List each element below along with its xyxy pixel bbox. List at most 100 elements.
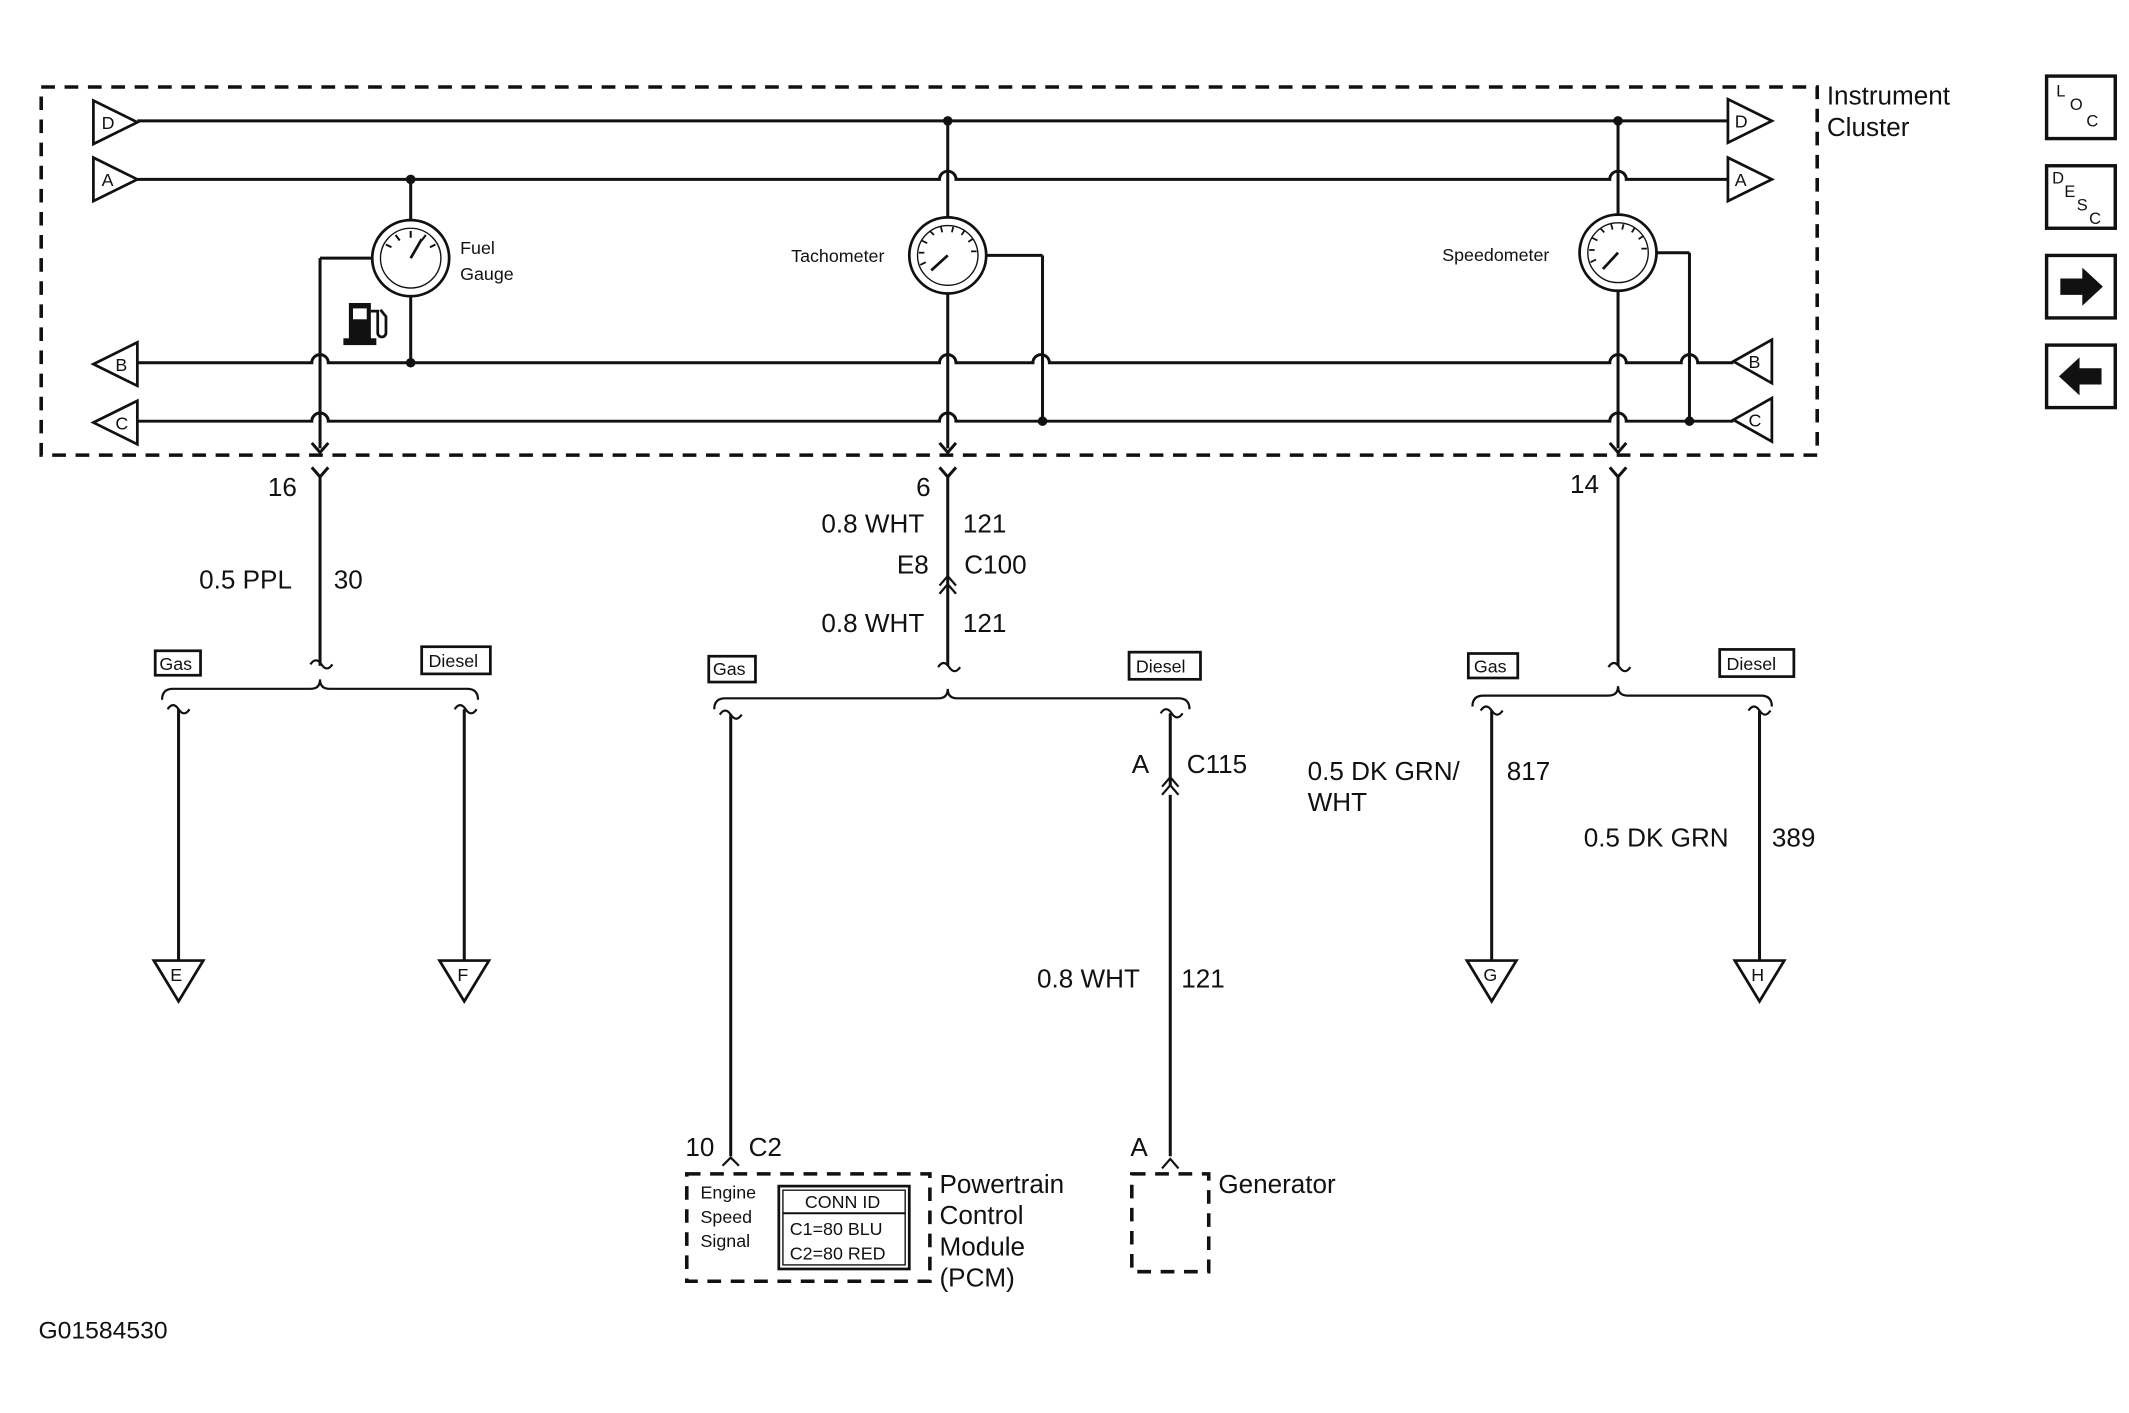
offpage-g-icon: G [1464,959,1519,1004]
tachometer-label: Tachometer [791,246,884,266]
speed-gas-wire-2: WHT [1308,789,1368,817]
fuel-gauge-label-2: Gauge [460,264,514,284]
offpage-f-icon: F [437,959,492,1004]
svg-text:G: G [1483,965,1497,985]
tach-inline-connector: C100 [964,551,1026,579]
tach-wire-lower: 0.8 WHT [821,610,924,638]
desc-button[interactable]: D E S C [2044,164,2117,230]
generator-pin: A [1130,1134,1148,1162]
offpage-h-icon: H [1732,959,1787,1004]
svg-text:C: C [2086,112,2098,130]
inline-connector-c100-icon [938,574,957,595]
svg-text:F: F [457,965,468,985]
pcm-name-4: (PCM) [940,1265,1015,1293]
tach-option-brace [713,688,1191,710]
pcm-name-2: Control [940,1202,1024,1230]
fuel-gas-tag: Gas [153,649,202,677]
speed-pin-number: 14 [1570,471,1599,499]
svg-text:D: D [102,113,115,133]
svg-text:D: D [1735,112,1748,132]
tach-inline-pin: E8 [897,551,929,579]
svg-text:H: H [1751,965,1764,985]
fuel-gauge-label: Fuel [460,238,495,258]
offpage-a-right-icon: A [1726,155,1775,204]
svg-text:C: C [1749,411,1762,431]
bus-b [137,353,1734,368]
tach-diesel-pin: A [1132,751,1150,779]
tach-diesel-connector: C115 [1187,751,1247,779]
pcm-signal-label-2: Speed [701,1207,753,1227]
speedometer-label: Speedometer [1442,245,1549,265]
figure-id: G01584530 [38,1317,167,1344]
svg-text:CONN ID: CONN ID [805,1192,880,1212]
svg-text:C: C [115,413,128,433]
svg-text:O: O [2070,96,2083,114]
pcm-signal-label: Engine [701,1182,757,1202]
svg-text:Diesel: Diesel [1727,654,1777,674]
bus-d [137,116,1728,126]
pcm-signal-label-3: Signal [701,1231,751,1251]
offpage-b-right-icon: B [1730,337,1774,386]
svg-text:D: D [2052,169,2064,187]
arrow-right-icon [2060,267,2103,306]
svg-text:C: C [2089,210,2101,228]
generator-box [1130,1172,1211,1274]
bus-a [137,169,1728,185]
speed-gas-wire: 0.5 DK GRN/ [1308,758,1461,786]
fuel-pump-icon [343,302,388,346]
speed-gas-circuit: 817 [1507,758,1551,786]
offpage-a-left-icon: A [92,155,141,204]
offpage-b-left-icon: B [90,340,139,389]
svg-text:S: S [2077,197,2088,215]
speed-diesel-circuit: 389 [1772,825,1816,853]
pcm-name-3: Module [940,1234,1026,1262]
speed-diesel-tag: Diesel [1718,648,1796,678]
instrument-cluster-title-2: Cluster [1827,114,1910,142]
svg-text:Diesel: Diesel [429,651,479,671]
svg-text:Diesel: Diesel [1136,657,1186,677]
offpage-c-right-icon: C [1730,395,1774,444]
svg-text:Gas: Gas [1474,657,1507,677]
svg-text:L: L [2056,83,2065,101]
instrument-cluster-title: Instrument [1827,83,1951,111]
svg-text:B: B [1749,352,1761,372]
generator-name: Generator [1218,1171,1336,1199]
tachometer-icon [907,120,1045,449]
speedometer-icon [1578,120,1691,449]
tach-pin-number: 6 [916,474,931,502]
offpage-e-icon: E [151,959,206,1004]
svg-text:E: E [2064,183,2075,201]
tach-diesel-wire: 0.8 WHT [1037,966,1140,994]
pcm-box [684,1172,932,1283]
offpage-d-left-icon: D [92,98,141,147]
instrument-cluster-box [39,85,1819,457]
tach-diesel-tag: Diesel [1127,650,1202,681]
pcm-name: Powertrain [940,1171,1065,1199]
tach-circuit-lower: 121 [963,610,1007,638]
svg-text:B: B [115,355,127,375]
fuel-wire-color: 0.5 PPL [199,566,292,594]
svg-text:A: A [1735,170,1747,190]
svg-text:E: E [170,965,182,985]
speed-diesel-wire: 0.5 DK GRN [1584,825,1729,853]
offpage-d-right-icon: D [1726,96,1775,145]
tach-circuit-upper: 121 [963,511,1007,539]
pcm-pin-number: 10 [685,1134,714,1162]
previous-page-button[interactable] [2044,343,2117,410]
inline-connector-c115-icon [1161,775,1180,796]
fuel-pin-number: 16 [268,474,297,502]
next-page-button[interactable] [2044,253,2117,320]
bus-c [137,411,1734,426]
svg-text:Gas: Gas [713,659,746,679]
speed-gas-tag: Gas [1466,652,1520,680]
tach-wire-upper: 0.8 WHT [821,511,924,539]
speed-option-brace [1471,686,1773,707]
fuel-diesel-tag: Diesel [420,645,492,676]
svg-text:C2=80 RED: C2=80 RED [790,1244,886,1264]
svg-text:A: A [102,170,114,190]
fuel-circuit-number: 30 [334,566,363,594]
arrow-left-icon [2058,357,2102,396]
svg-text:Gas: Gas [159,654,192,674]
loc-button[interactable]: L O C [2044,74,2117,141]
